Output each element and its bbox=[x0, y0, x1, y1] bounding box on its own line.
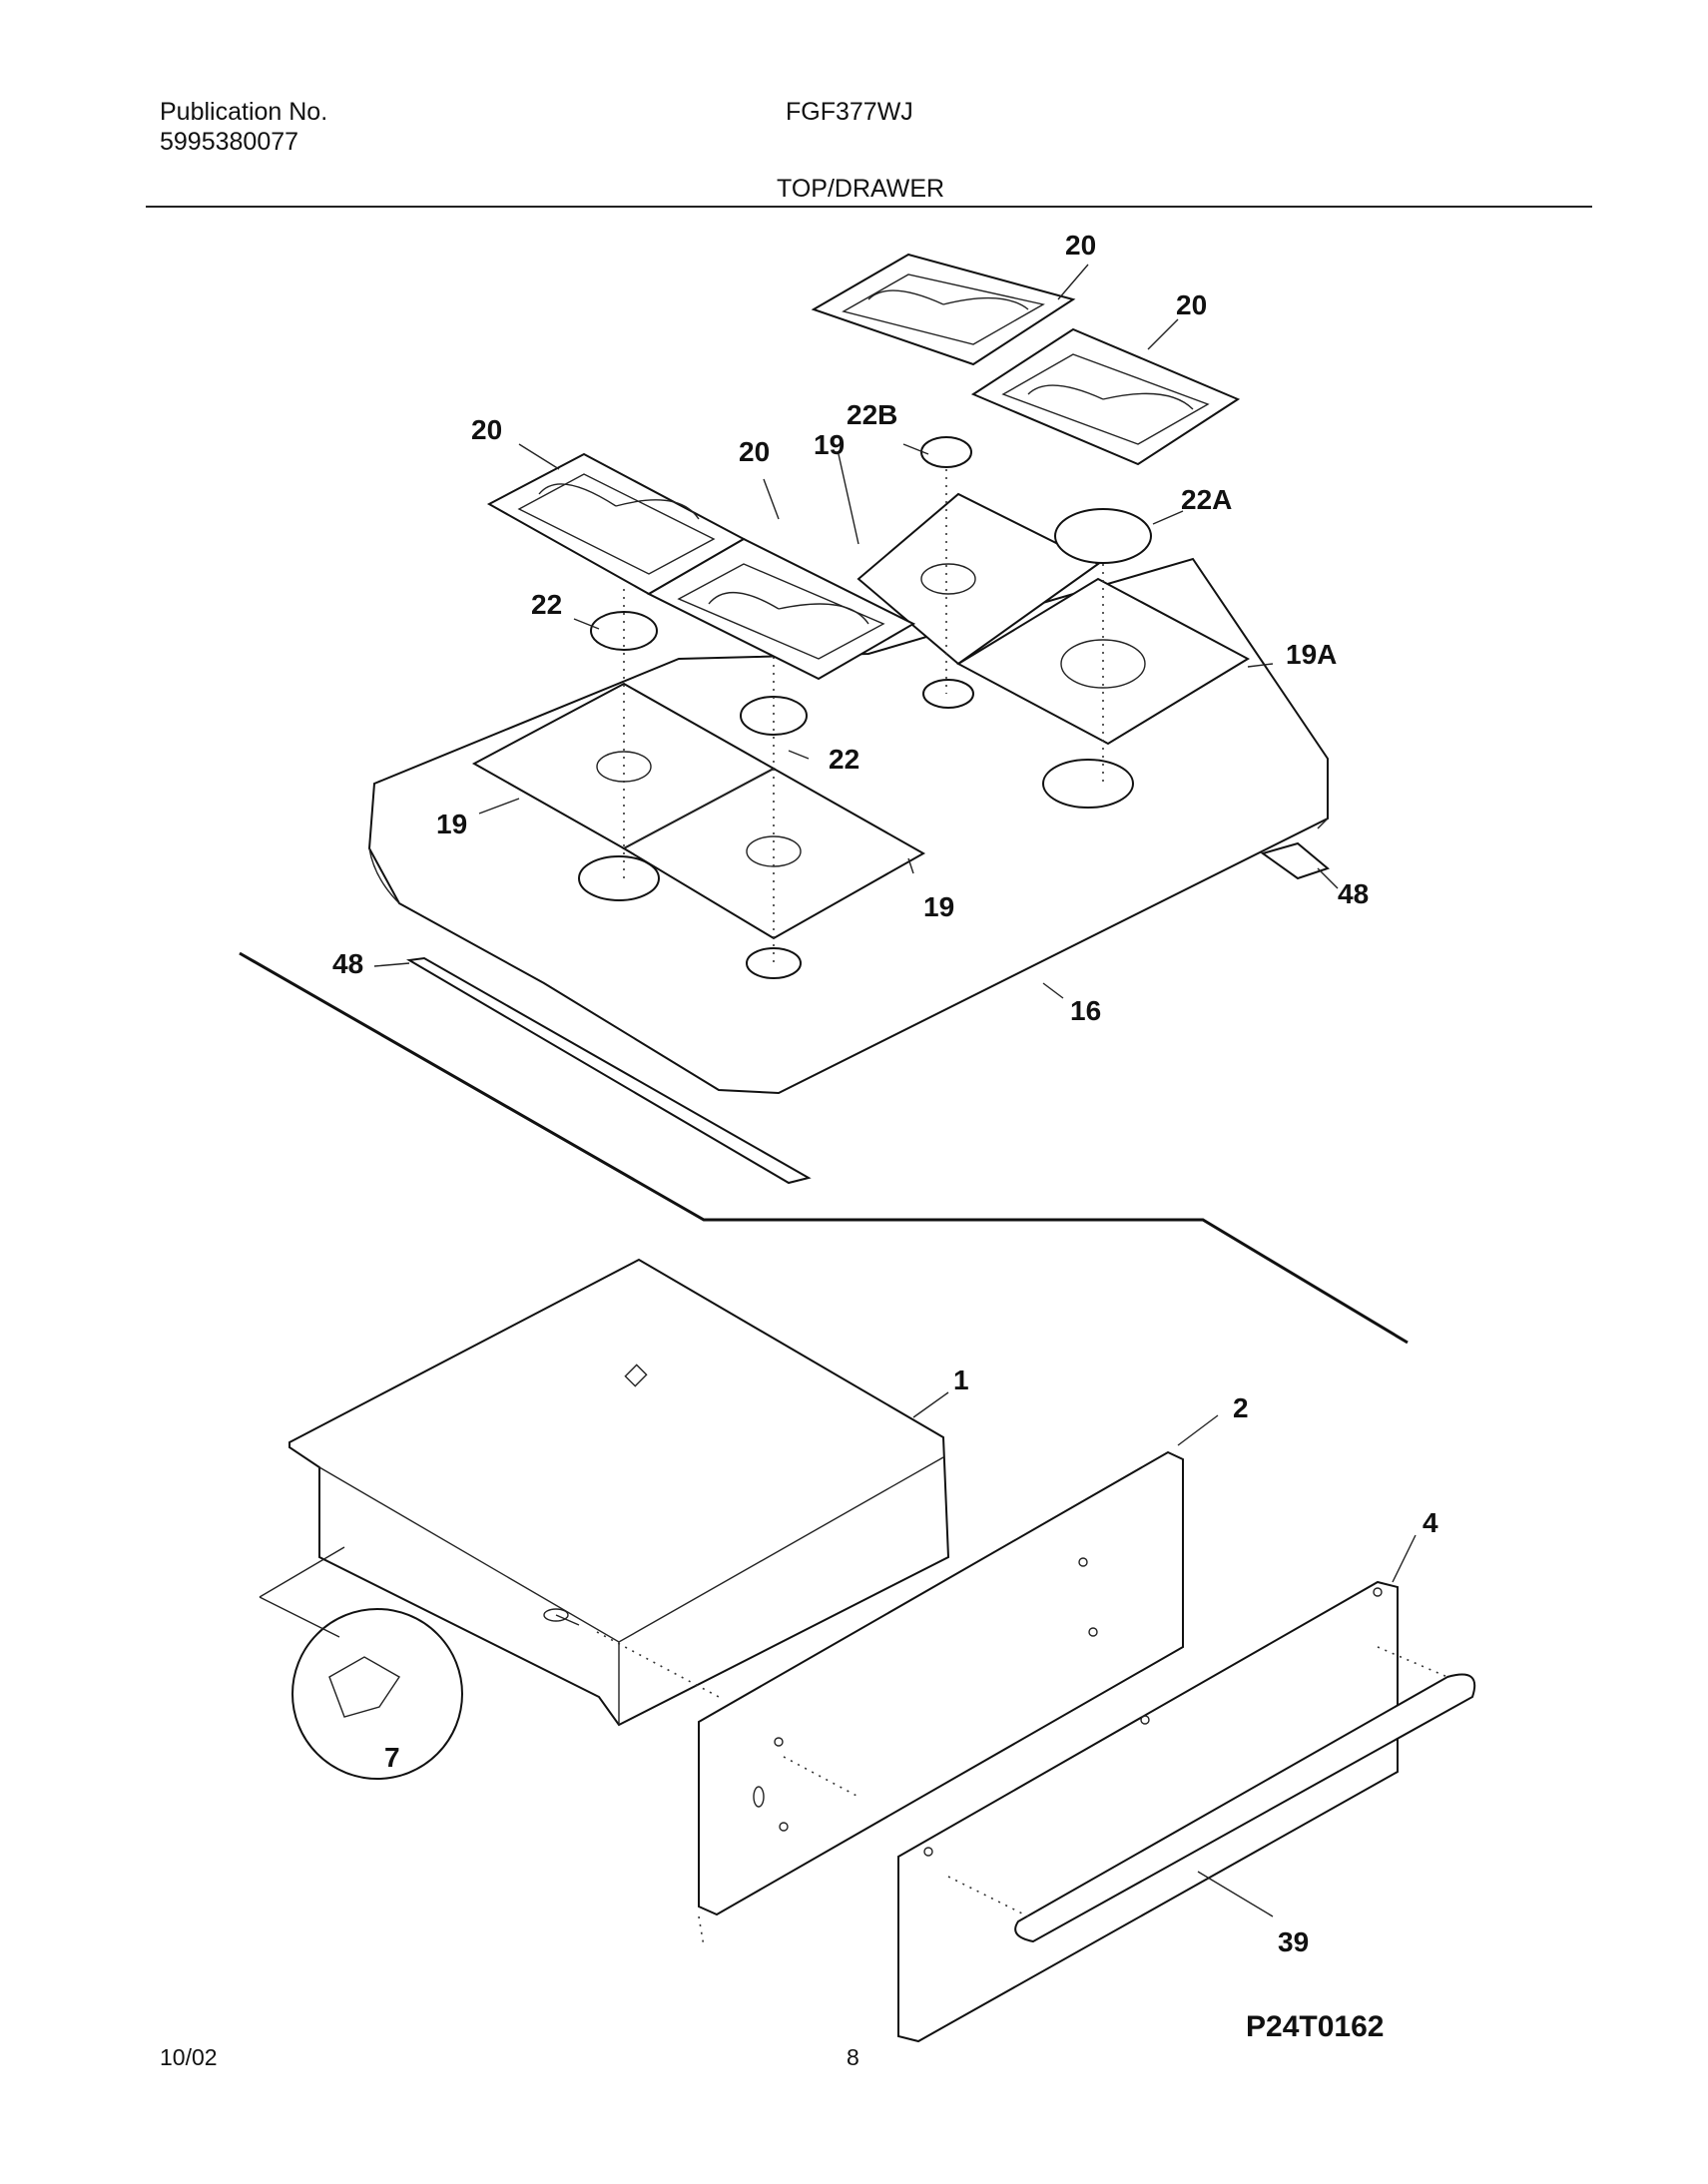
callout-22-mid: 22 bbox=[829, 744, 859, 775]
burner-hole-rear-left bbox=[922, 679, 974, 709]
callout-2: 2 bbox=[1233, 1392, 1249, 1423]
publication-date: 10/02 bbox=[160, 2044, 218, 2070]
callout-4: 4 bbox=[1423, 1507, 1438, 1538]
callout-19-left: 19 bbox=[436, 809, 467, 839]
burner-hole-front-right bbox=[746, 947, 802, 979]
callout-48-right: 48 bbox=[1338, 878, 1369, 909]
callout-19-right: 19 bbox=[923, 891, 954, 922]
burner-hole-front-left bbox=[578, 855, 660, 901]
drawer-handle bbox=[1014, 1673, 1476, 1943]
callout-20-rear-right: 20 bbox=[1176, 289, 1207, 320]
callout-7: 7 bbox=[384, 1742, 400, 1773]
burner-hole-rear-right bbox=[1042, 759, 1134, 809]
grate-front-right bbox=[646, 537, 916, 681]
drawer-front bbox=[698, 1450, 1184, 1916]
callout-22a: 22A bbox=[1181, 484, 1232, 515]
burner-shield-right bbox=[621, 767, 926, 940]
callout-16: 16 bbox=[1070, 995, 1101, 1026]
trim-48-right bbox=[1260, 841, 1331, 880]
callout-22-left: 22 bbox=[531, 589, 562, 620]
figure-id: P24T0162 bbox=[1246, 2010, 1385, 2043]
clip-detail-circle bbox=[259, 1546, 463, 1780]
callout-1: 1 bbox=[953, 1365, 969, 1395]
header-rule bbox=[146, 206, 1592, 208]
callout-20-front-left: 20 bbox=[471, 414, 502, 445]
publication-label: Publication No. bbox=[160, 98, 328, 126]
drawer-body bbox=[288, 1258, 950, 1727]
burner-cap-22b bbox=[920, 436, 972, 468]
burner-cap-22a bbox=[1054, 508, 1152, 564]
burner-shield-rear bbox=[856, 492, 1100, 666]
grate-rear-left bbox=[811, 253, 1076, 366]
range-outline-line bbox=[239, 951, 1409, 1345]
callout-48-left: 48 bbox=[332, 948, 363, 979]
callout-20-front-right: 20 bbox=[739, 436, 770, 467]
model-number: FGF377WJ bbox=[786, 98, 913, 126]
callout-19a: 19A bbox=[1286, 639, 1337, 670]
callout-19-top: 19 bbox=[814, 429, 845, 460]
grate-rear-right bbox=[970, 327, 1241, 466]
section-title: TOP/DRAWER bbox=[777, 175, 945, 203]
page-number: 8 bbox=[847, 2044, 859, 2070]
leader-lines-drawer bbox=[912, 1391, 1417, 1917]
callout-39: 39 bbox=[1278, 1926, 1309, 1957]
leader-lines-top bbox=[373, 264, 1339, 999]
callout-22b: 22B bbox=[847, 399, 897, 430]
callout-20-rear-left: 20 bbox=[1065, 230, 1096, 261]
publication-number: 5995380077 bbox=[160, 128, 299, 156]
trim-48-left bbox=[405, 956, 812, 1185]
